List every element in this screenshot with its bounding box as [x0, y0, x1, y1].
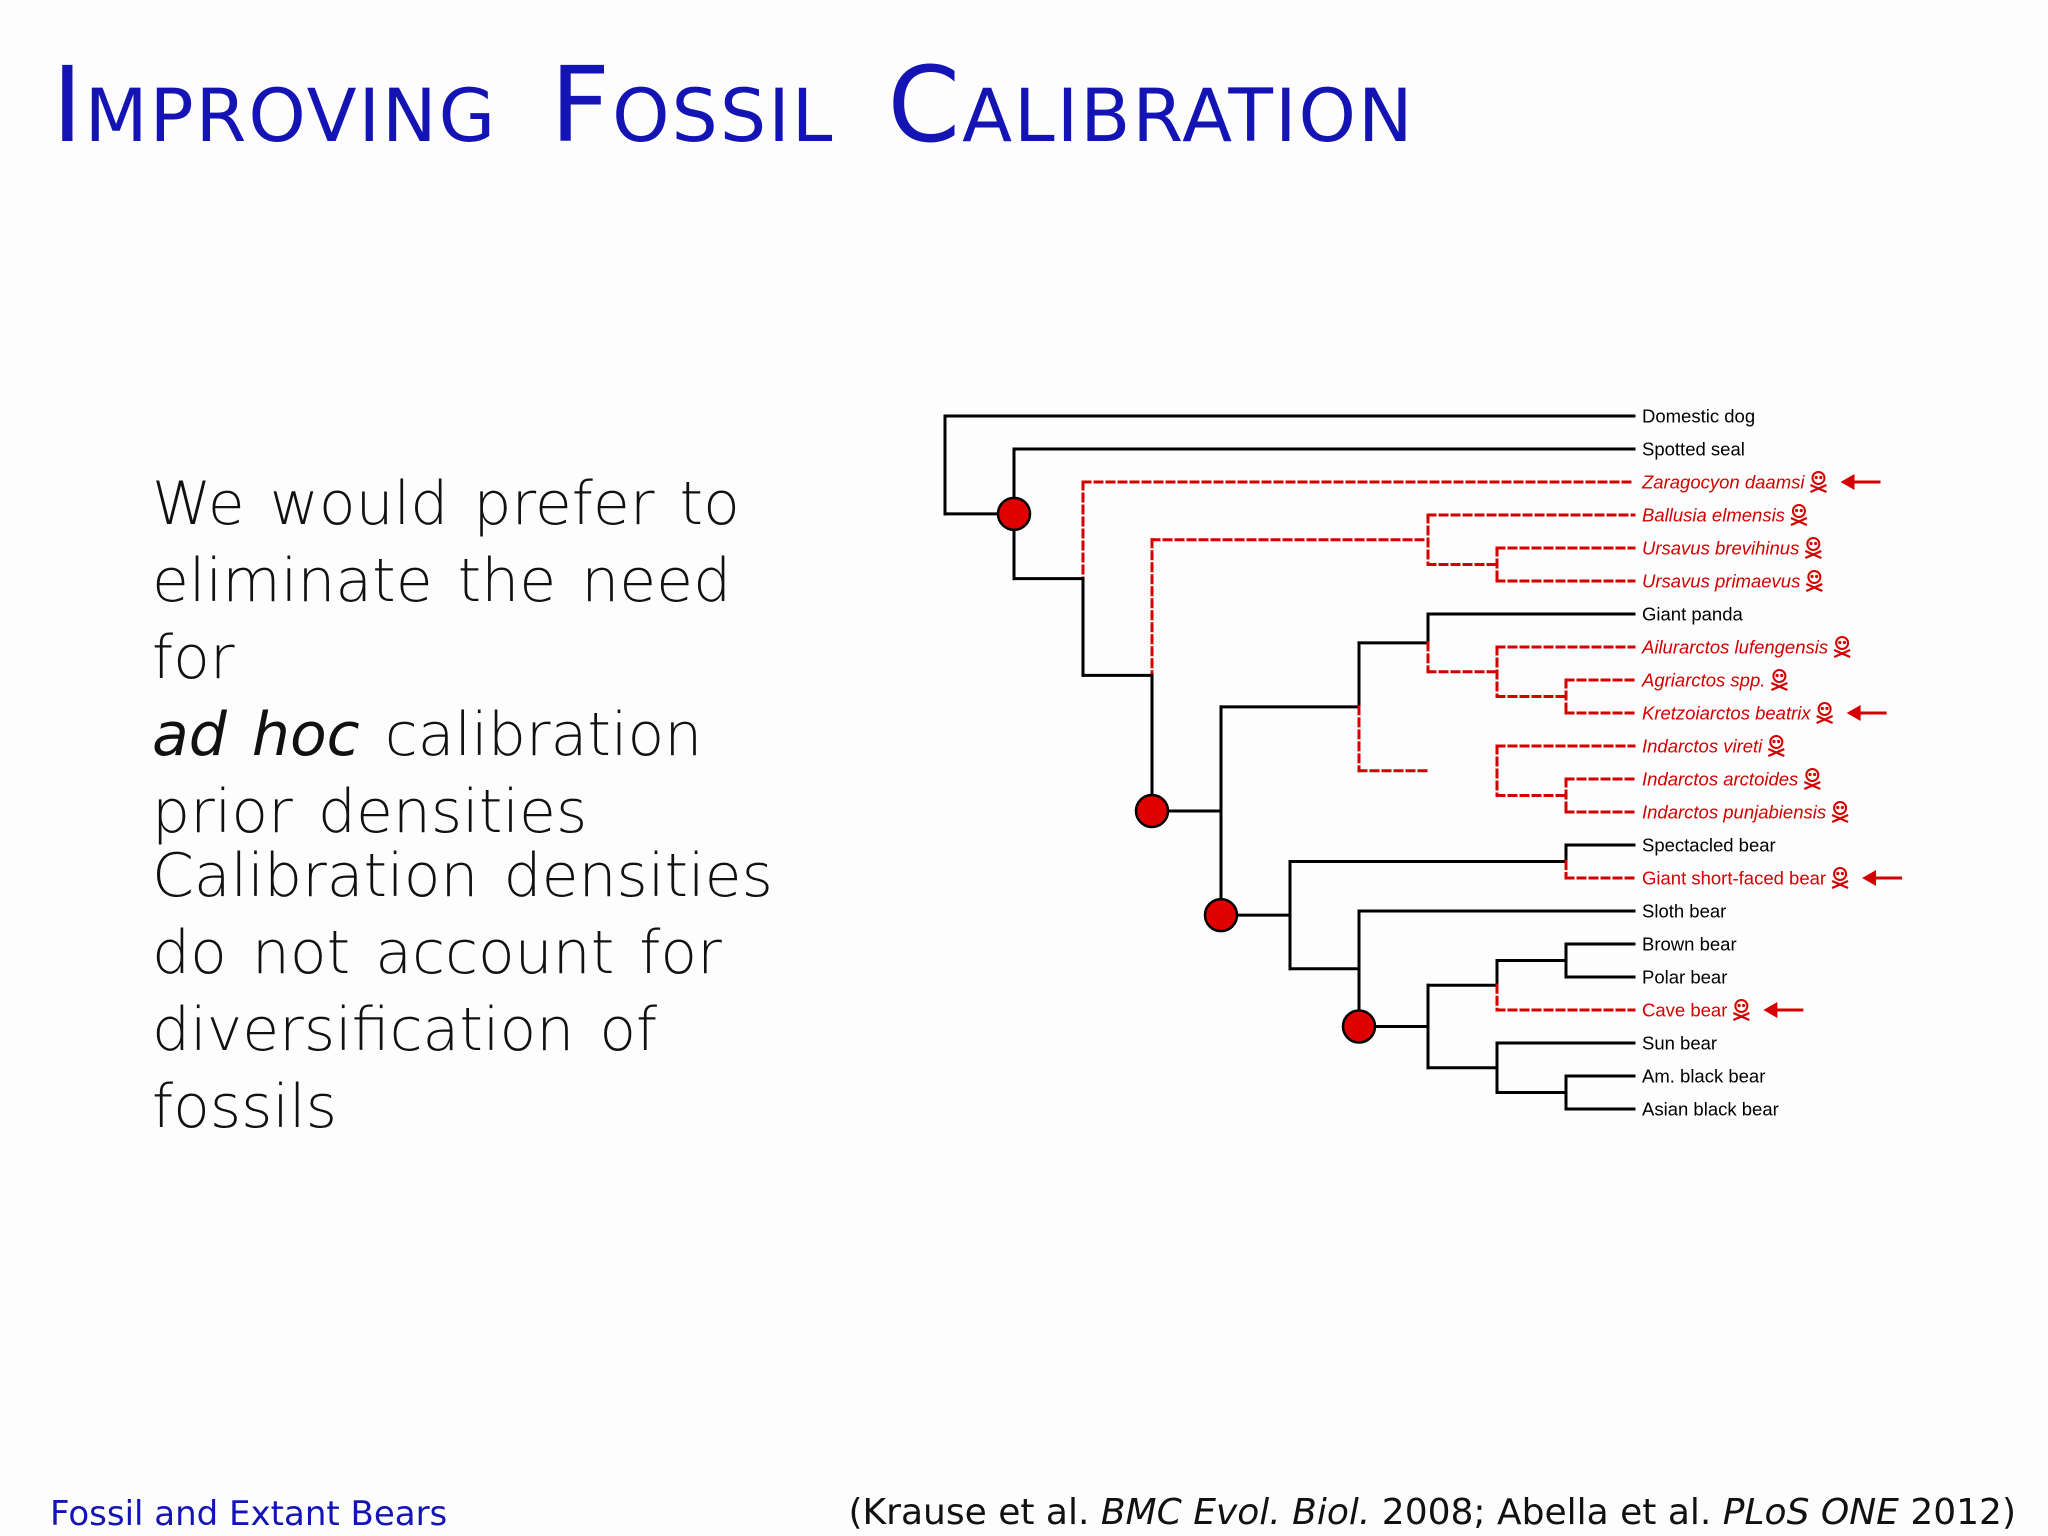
citation-journal-1: BMC Evol. Biol. — [1100, 1492, 1371, 1533]
arrow-left-icon — [1846, 705, 1887, 721]
skull-icon — [1790, 504, 1808, 527]
taxon-label-spectacled-bear: Spectacled bear — [1642, 835, 1776, 856]
arrow-left-icon — [1840, 474, 1881, 490]
arrow-left-icon — [1763, 1002, 1804, 1018]
taxon-label-cave-bear: Cave bear — [1642, 1000, 1727, 1021]
skull-icon — [1831, 801, 1849, 824]
taxon-label-asian-black-bear: Asian black bear — [1642, 1099, 1779, 1120]
bullet1-line2: eliminate the need for — [152, 546, 732, 693]
taxon-label-zaragocyon-daamsi: Zaragocyon daamsi — [1641, 472, 1805, 493]
bullet1-line3-rest: calibration — [359, 700, 703, 770]
ad-hoc-italic: ad hoc — [152, 700, 360, 770]
skull-icon — [1816, 702, 1834, 725]
skull-icon — [1804, 537, 1822, 560]
taxon-label-brown-bear: Brown bear — [1642, 934, 1737, 955]
taxon-label-ursavus-brevihinus: Ursavus brevihinus — [1642, 538, 1799, 559]
bullet2-line3: diversification of fossils — [152, 995, 658, 1142]
taxon-label-agriarctos-spp: Agriarctos spp. — [1641, 670, 1765, 691]
taxon-label-indarctos-vireti: Indarctos vireti — [1642, 736, 1763, 757]
calibration-node-ursus — [1341, 1009, 1377, 1044]
skull-icon — [1833, 636, 1851, 659]
taxon-label-giant-panda: Giant panda — [1642, 604, 1744, 625]
skull-icon — [1770, 669, 1788, 692]
taxon-label-indarctos-punjabiensis: Indarctos punjabiensis — [1642, 802, 1826, 823]
calibration-node-ursinae-tremarctinae — [1203, 897, 1239, 933]
bullet1-line3: ad hoc calibration — [152, 697, 832, 774]
taxon-label-indarctos-arctoides: Indarctos arctoides — [1642, 769, 1798, 790]
slide-title: Improving Fossil Calibration — [52, 44, 1415, 166]
bullet1-line4: prior densities — [152, 777, 588, 847]
footer-section-title: Fossil and Extant Bears — [50, 1494, 448, 1534]
taxon-label-ailurarctos-lufengensis: Ailurarctos lufengensis — [1641, 637, 1828, 658]
citation-close: 2012) — [1898, 1492, 2016, 1533]
bullet-paragraph-1: We would prefer to eliminate the need fo… — [152, 466, 832, 851]
taxon-label-ballusia-elmensis: Ballusia elmensis — [1642, 505, 1785, 526]
skull-icon — [1810, 471, 1827, 494]
tree-branches — [943, 414, 1636, 1111]
taxon-label-spotted-seal: Spotted seal — [1642, 439, 1745, 460]
taxon-label-am-black-bear: Am. black bear — [1642, 1066, 1765, 1087]
taxon-label-polar-bear: Polar bear — [1642, 967, 1727, 988]
calibration-node-caniformia — [996, 496, 1032, 532]
taxon-label-domestic-dog: Domestic dog — [1642, 406, 1755, 427]
bullet2-line1: Calibration densities — [152, 841, 773, 911]
calibration-node-ursidae — [1134, 793, 1170, 829]
arrow-left-icon — [1862, 870, 1903, 886]
bullet1-line1: We would prefer to — [152, 469, 740, 539]
bullet-paragraph-2: Calibration densities do not account for… — [152, 838, 832, 1146]
bullet2-line2: do not account for — [152, 918, 722, 988]
taxon-label-sloth-bear: Sloth bear — [1642, 901, 1726, 922]
citation-journal-2: PLoS ONE — [1722, 1492, 1899, 1533]
citation-mid: 2008; Abella et al. — [1370, 1492, 1723, 1533]
skull-icon — [1803, 768, 1821, 791]
skull-icon — [1732, 999, 1750, 1022]
skull-icon — [1767, 735, 1785, 758]
footer-citation: (Krause et al. BMC Evol. Biol. 2008; Abe… — [849, 1492, 2016, 1533]
taxon-label-kretzoiarctos-beatrix: Kretzoiarctos beatrix — [1642, 703, 1811, 724]
skull-icon — [1831, 867, 1849, 890]
taxon-label-giant-short-faced-bear: Giant short-faced bear — [1642, 868, 1826, 889]
skull-icon — [1805, 570, 1823, 593]
citation-open: (Krause et al. — [848, 1492, 1101, 1533]
calibration-nodes — [996, 496, 1377, 1044]
taxon-label-sun-bear: Sun bear — [1642, 1033, 1717, 1054]
taxon-label-ursavus-primaevus: Ursavus primaevus — [1642, 571, 1800, 592]
